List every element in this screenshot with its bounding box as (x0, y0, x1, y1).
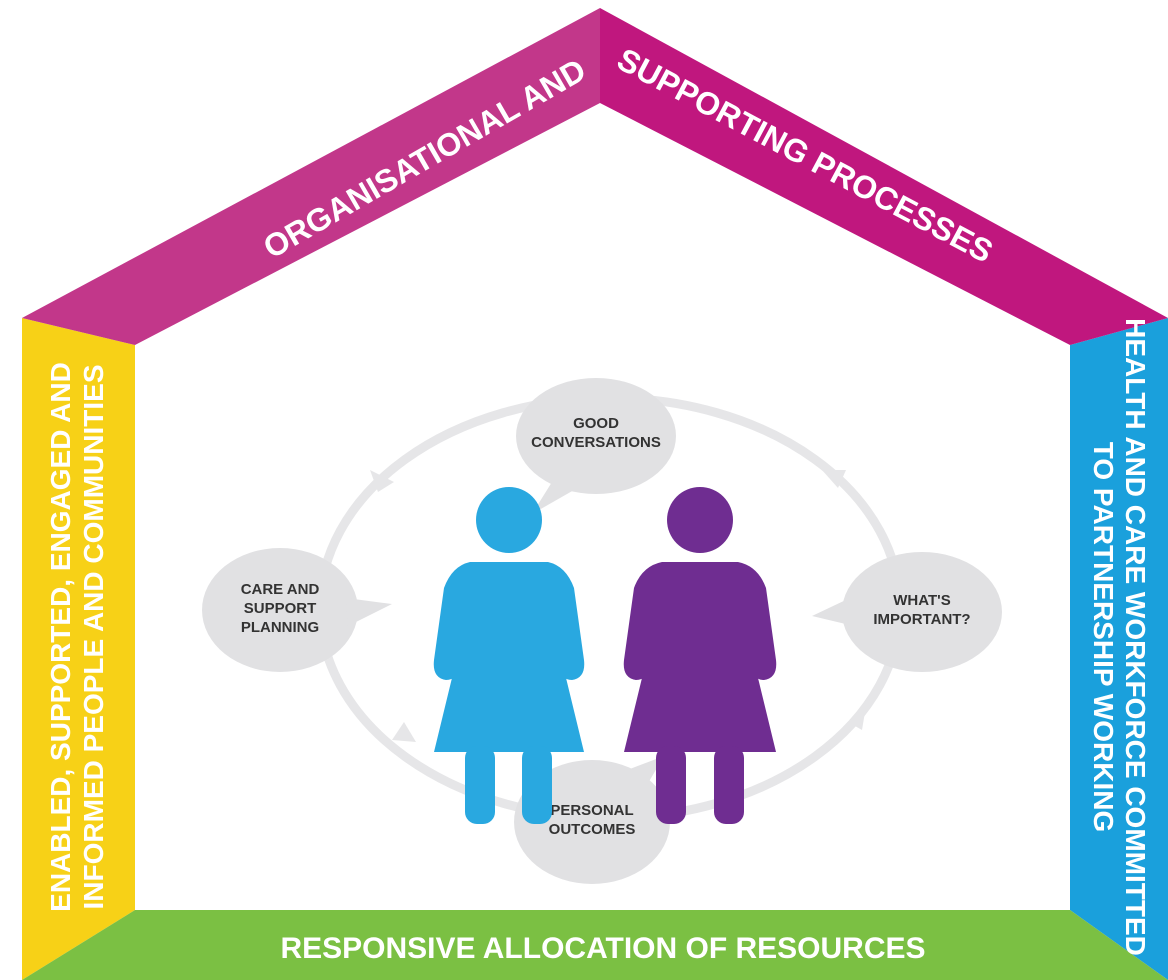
floor-label: RESPONSIVE ALLOCATION OF RESOURCES (280, 932, 925, 965)
cycle-arrowhead-top-left (370, 470, 394, 492)
person-icon-left (433, 487, 585, 824)
bubble-bottom-line2: OUTCOMES (549, 821, 636, 838)
bubble-right-line2: IMPORTANT? (873, 611, 970, 628)
bubble-top-line1: GOOD (573, 415, 619, 432)
bubble-personal-outcomes: PERSONAL OUTCOMES (514, 756, 670, 884)
roof-left-label: ORGANISATIONAL AND (257, 51, 592, 265)
left-wall-band (22, 318, 135, 980)
bubble-care-support-planning: CARE AND SUPPORT PLANNING (202, 548, 392, 672)
right-wall-band (1070, 318, 1168, 980)
cycle-arrowhead-top-right (822, 470, 846, 488)
left-wall-label-line1: ENABLED, SUPPORTED, ENGAGED AND (45, 362, 76, 912)
roof-right-label: SUPPORTING PROCESSES (611, 41, 998, 270)
right-wall-label-line1: HEALTH AND CARE WORKFORCE COMMITTED (1120, 318, 1151, 956)
person-icon-right (623, 487, 777, 824)
bubble-whats-important: WHAT'S IMPORTANT? (812, 552, 1002, 672)
bubble-left-line3: PLANNING (241, 619, 319, 636)
bubble-bottom-line1: PERSONAL (550, 802, 633, 819)
bubble-left-line1: CARE AND (241, 581, 320, 598)
right-wall-label-line2: TO PARTNERSHIP WORKING (1088, 442, 1119, 832)
floor-band (22, 910, 1168, 980)
bubble-good-conversations: GOOD CONVERSATIONS (516, 378, 676, 514)
roof-left-band (22, 8, 600, 345)
bubble-right-line1: WHAT'S (893, 592, 950, 609)
left-wall-label-line2: INFORMED PEOPLE AND COMMUNITIES (78, 365, 109, 910)
bubble-left-line2: SUPPORT (244, 600, 317, 617)
cycle-arrowhead-bottom-right (848, 706, 866, 730)
bubble-top-line2: CONVERSATIONS (531, 434, 661, 451)
roof-right-band (600, 8, 1168, 345)
cycle-arrowhead-bottom-left (392, 722, 416, 742)
